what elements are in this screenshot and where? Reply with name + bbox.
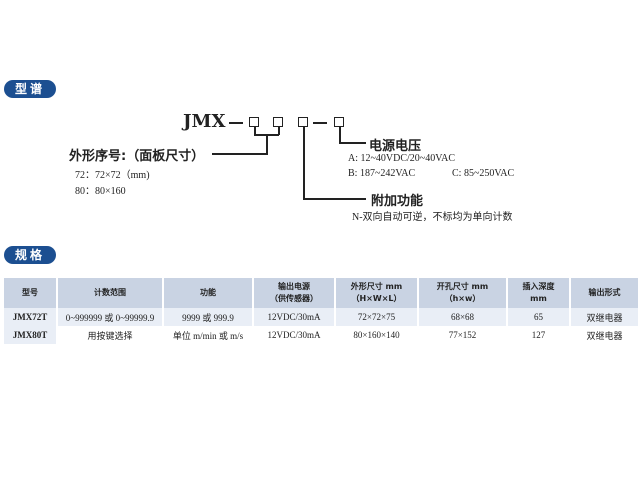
table-header: 插入深度 mm [507, 278, 571, 308]
cell: 12VDC/30mA [253, 308, 336, 326]
table-header: 输出形式 [570, 278, 640, 308]
code-box-4 [334, 117, 344, 127]
cell: JMX72T [4, 308, 58, 326]
power-option: C: 85~250VAC [452, 168, 515, 179]
code-box-3 [298, 117, 308, 127]
section-spec-label: 规格 [4, 246, 56, 264]
cell: 9999 或 999.9 [163, 308, 254, 326]
cell: 65 [507, 308, 571, 326]
power-option: A: 12~40VDC/20~40VAC [348, 153, 456, 164]
cell: 12VDC/30mA [253, 326, 336, 344]
table-header: 型号 [4, 278, 58, 308]
code-box-2 [273, 117, 283, 127]
power-option: B: 187~242VAC [348, 168, 416, 179]
spec-table: 型号 计数范围 功能 输出电源 （供传感器） 外形尺寸 mm （H×W×L） 开… [4, 278, 640, 344]
cell: 双继电器 [570, 326, 640, 344]
cell: 双继电器 [570, 308, 640, 326]
dash [313, 122, 327, 124]
size-option: 80：80×160 [75, 186, 126, 197]
cell: 用按键选择 [57, 326, 164, 344]
power-title: 电源电压 [369, 139, 422, 154]
size-option: 72：72×72（mm) [75, 170, 150, 181]
section-model-label: 型谱 [4, 80, 56, 98]
table-row: JMX80T 用按键选择 单位 m/min 或 m/s 12VDC/30mA 8… [4, 326, 640, 344]
table-header: 开孔尺寸 mm （h×w） [418, 278, 508, 308]
dash [229, 122, 243, 124]
cell: 127 [507, 326, 571, 344]
size-title: 外形序号:（面板尺寸） [69, 149, 205, 164]
cell: 单位 m/min 或 m/s [163, 326, 254, 344]
table-header: 计数范围 [57, 278, 164, 308]
table-header: 功能 [163, 278, 254, 308]
model-prefix: JMX [183, 111, 226, 132]
cell: JMX80T [4, 326, 58, 344]
table-header: 外形尺寸 mm （H×W×L） [335, 278, 419, 308]
code-box-1 [249, 117, 259, 127]
cell: 77×152 [418, 326, 508, 344]
cell: 72×72×75 [335, 308, 419, 326]
cell: 68×68 [418, 308, 508, 326]
extra-desc: N-双向自动可逆，不标均为单向计数 [352, 212, 513, 223]
table-header: 输出电源 （供传感器） [253, 278, 336, 308]
table-row: JMX72T 0~999999 或 0~99999.9 9999 或 999.9… [4, 308, 640, 326]
cell: 0~999999 或 0~99999.9 [57, 308, 164, 326]
cell: 80×160×140 [335, 326, 419, 344]
extra-title: 附加功能 [371, 194, 424, 209]
